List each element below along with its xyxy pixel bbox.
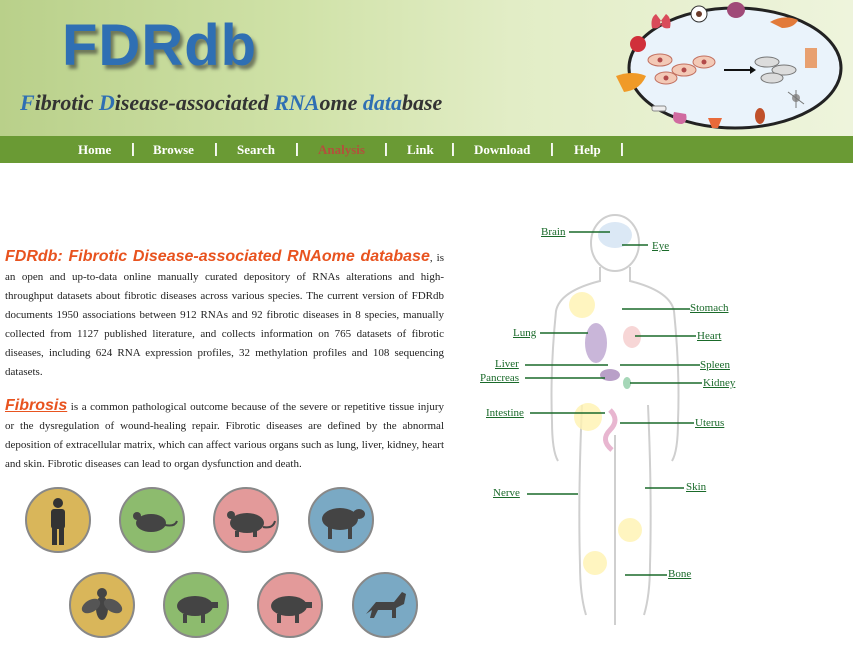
nav-link[interactable]: Link [407, 142, 434, 157]
species-pig-pink[interactable] [257, 572, 323, 638]
intro-title: FDRdb: Fibrotic Disease-associated RNAom… [5, 248, 430, 265]
species-rat[interactable] [213, 487, 279, 553]
brain-organ [598, 222, 632, 248]
heart-organ-icon [630, 36, 646, 52]
header-banner: FDRdb Fibrotic Disease-associated RNAome… [0, 0, 853, 136]
pancreas-organ-icon [770, 17, 798, 28]
organ-link-lung[interactable]: Lung [513, 327, 537, 339]
species-pig[interactable] [163, 572, 229, 638]
organ-link-intestine[interactable]: Intestine [486, 407, 524, 419]
lung-organ [585, 323, 607, 363]
organ-link-pancreas[interactable]: Pancreas [480, 372, 520, 384]
cells-icon [647, 53, 797, 85]
organ-cycle-illustration [616, 2, 843, 130]
organ-link-bone[interactable]: Bone [668, 568, 692, 580]
stomach-organ-icon [673, 112, 687, 124]
human-icon [51, 498, 65, 545]
species-mouse[interactable] [119, 487, 185, 553]
nav-separator: | [214, 140, 218, 156]
organ-link-eye[interactable]: Eye [652, 240, 670, 252]
nav-help[interactable]: Help [574, 142, 601, 157]
pig-pink-icon [271, 596, 312, 623]
nav-analysis[interactable]: Analysis [318, 142, 365, 157]
mouse-icon [133, 512, 178, 532]
fibrosis-text: is a common pathological outcome because… [5, 401, 444, 470]
organ-link-heart[interactable]: Heart [697, 330, 722, 342]
liver-cell-icon [616, 73, 646, 92]
organ-link-brain[interactable]: Brain [541, 226, 566, 238]
intro-paragraph: FDRdb: Fibrotic Disease-associated RNAom… [5, 247, 444, 382]
species-human[interactable] [25, 487, 91, 553]
main-navigation: Home | Browse | Search | Analysis | Link… [0, 136, 853, 163]
organ-leader-lines [525, 231, 702, 576]
liver-organ-icon [727, 2, 745, 18]
intro-text: , is an open and up-to-data online manua… [5, 252, 444, 378]
nav-separator: | [550, 140, 554, 156]
organ-link-spleen[interactable]: Spleen [700, 359, 730, 371]
nav-browse[interactable]: Browse [153, 142, 194, 157]
body-outline [550, 214, 680, 625]
organ-link-kidney[interactable]: Kidney [703, 377, 736, 389]
rat-icon [227, 511, 276, 537]
liver-organ [600, 369, 620, 381]
organ-link-nerve[interactable]: Nerve [493, 487, 520, 499]
lung-organ-icon [651, 14, 671, 29]
nerve-organ-icon [787, 90, 805, 108]
eye-organ-icon [690, 5, 708, 23]
kidney-organ-icon [755, 108, 765, 124]
organ-link-stomach[interactable]: Stomach [690, 302, 729, 314]
fly-icon [81, 588, 123, 620]
intestine-organ [603, 408, 618, 452]
organ-link-uterus[interactable]: Uterus [695, 417, 725, 429]
dog-icon [366, 592, 406, 618]
nav-search[interactable]: Search [237, 142, 276, 157]
pig-icon [177, 596, 218, 623]
organ-link-liver[interactable]: Liver [495, 358, 519, 370]
nav-download[interactable]: Download [474, 142, 531, 157]
species-sheep[interactable] [308, 487, 374, 553]
organ-link-skin[interactable]: Skin [686, 481, 707, 493]
nav-separator: | [295, 140, 299, 156]
site-logo[interactable]: FDRdb [62, 13, 258, 78]
fibrosis-paragraph: Fibrosis is a common pathological outcom… [5, 396, 444, 474]
fibrosis-title[interactable]: Fibrosis [5, 397, 68, 414]
nav-separator: | [451, 140, 455, 156]
arrow-icon [724, 66, 756, 74]
skin-organ-icon [805, 48, 817, 68]
nav-separator: | [384, 140, 388, 156]
species-dog[interactable] [352, 572, 418, 638]
kidney-organ [623, 377, 631, 389]
species-fly[interactable] [69, 572, 135, 638]
site-subtitle: Fibrotic Disease-associated RNAome datab… [20, 90, 443, 115]
bone-organ-icon [651, 105, 667, 112]
uterus-organ-icon [708, 118, 722, 128]
nav-home[interactable]: Home [78, 142, 112, 157]
sheep-icon [322, 508, 365, 539]
nav-separator: | [620, 140, 624, 156]
heart-organ [623, 326, 641, 348]
nav-separator: | [131, 140, 135, 156]
body-map-illustration [525, 214, 702, 625]
